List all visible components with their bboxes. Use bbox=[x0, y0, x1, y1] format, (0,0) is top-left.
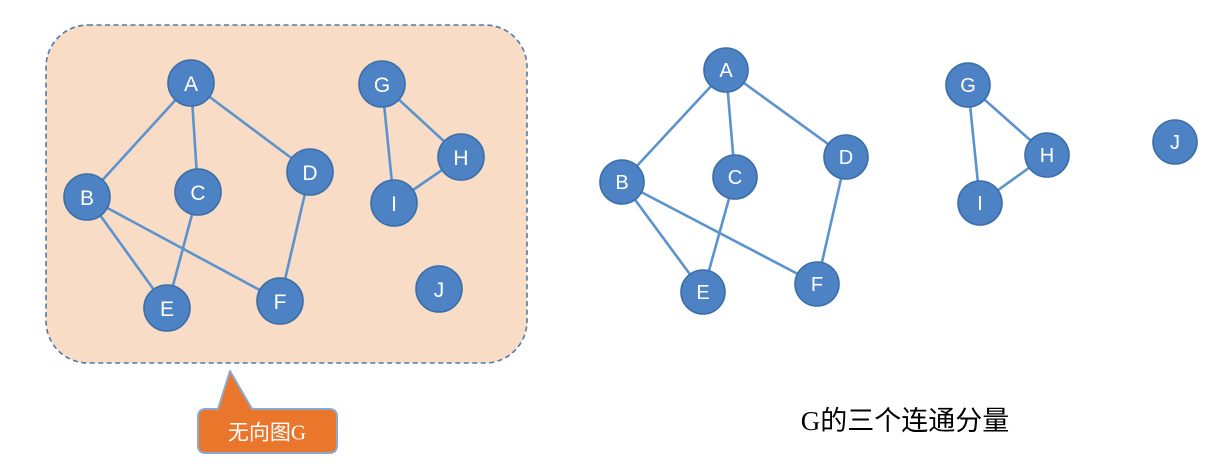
node-components-F: F bbox=[794, 261, 840, 307]
node-components-E: E bbox=[680, 269, 726, 315]
components-caption: G的三个连通分量 bbox=[800, 406, 1010, 436]
callout-label: 无向图G bbox=[228, 420, 306, 444]
node-components-H: H bbox=[1024, 132, 1070, 178]
node-circle bbox=[680, 269, 726, 315]
node-circle bbox=[174, 168, 222, 216]
node-components-D: D bbox=[823, 134, 869, 180]
edge-original-A-B bbox=[86, 82, 192, 198]
node-components-B: B bbox=[599, 159, 645, 205]
node-circle bbox=[167, 59, 215, 107]
node-components-A: A bbox=[703, 47, 749, 93]
node-circle bbox=[358, 60, 406, 108]
node-circle bbox=[143, 284, 191, 332]
edge-components-A-B bbox=[621, 69, 727, 183]
node-components-I: I bbox=[957, 180, 1003, 226]
node-circle bbox=[794, 261, 840, 307]
node-circle bbox=[437, 133, 485, 181]
node-circle bbox=[63, 173, 111, 221]
callout-bubble-shape bbox=[197, 370, 338, 454]
node-circle bbox=[286, 148, 334, 196]
node-components-C: C bbox=[712, 154, 758, 200]
node-circle bbox=[823, 134, 869, 180]
node-original-D: D bbox=[286, 148, 334, 196]
node-components-J: J bbox=[1152, 119, 1198, 165]
edge-components-A-D bbox=[725, 68, 847, 159]
node-original-F: F bbox=[256, 277, 304, 325]
callout-undirected-graph-G: 无向图G bbox=[197, 370, 338, 454]
node-circle bbox=[256, 277, 304, 325]
node-circle bbox=[703, 47, 749, 93]
node-circle bbox=[945, 62, 991, 108]
node-components-G: G bbox=[945, 62, 991, 108]
node-original-E: E bbox=[143, 284, 191, 332]
node-circle bbox=[712, 154, 758, 200]
node-original-I: I bbox=[370, 179, 418, 227]
node-circle bbox=[1152, 119, 1198, 165]
graph-three-connected-components-of-G: A B C D E F GHI J bbox=[599, 47, 1198, 315]
node-original-H: H bbox=[437, 133, 485, 181]
node-circle bbox=[415, 265, 463, 313]
node-circle bbox=[1024, 132, 1070, 178]
node-original-B: B bbox=[63, 173, 111, 221]
node-circle bbox=[599, 159, 645, 205]
node-circle bbox=[370, 179, 418, 227]
node-original-A: A bbox=[167, 59, 215, 107]
node-circle bbox=[957, 180, 1003, 226]
edge-original-A-D bbox=[190, 81, 311, 174]
node-original-J: J bbox=[415, 265, 463, 313]
node-original-G: G bbox=[358, 60, 406, 108]
node-original-C: C bbox=[174, 168, 222, 216]
